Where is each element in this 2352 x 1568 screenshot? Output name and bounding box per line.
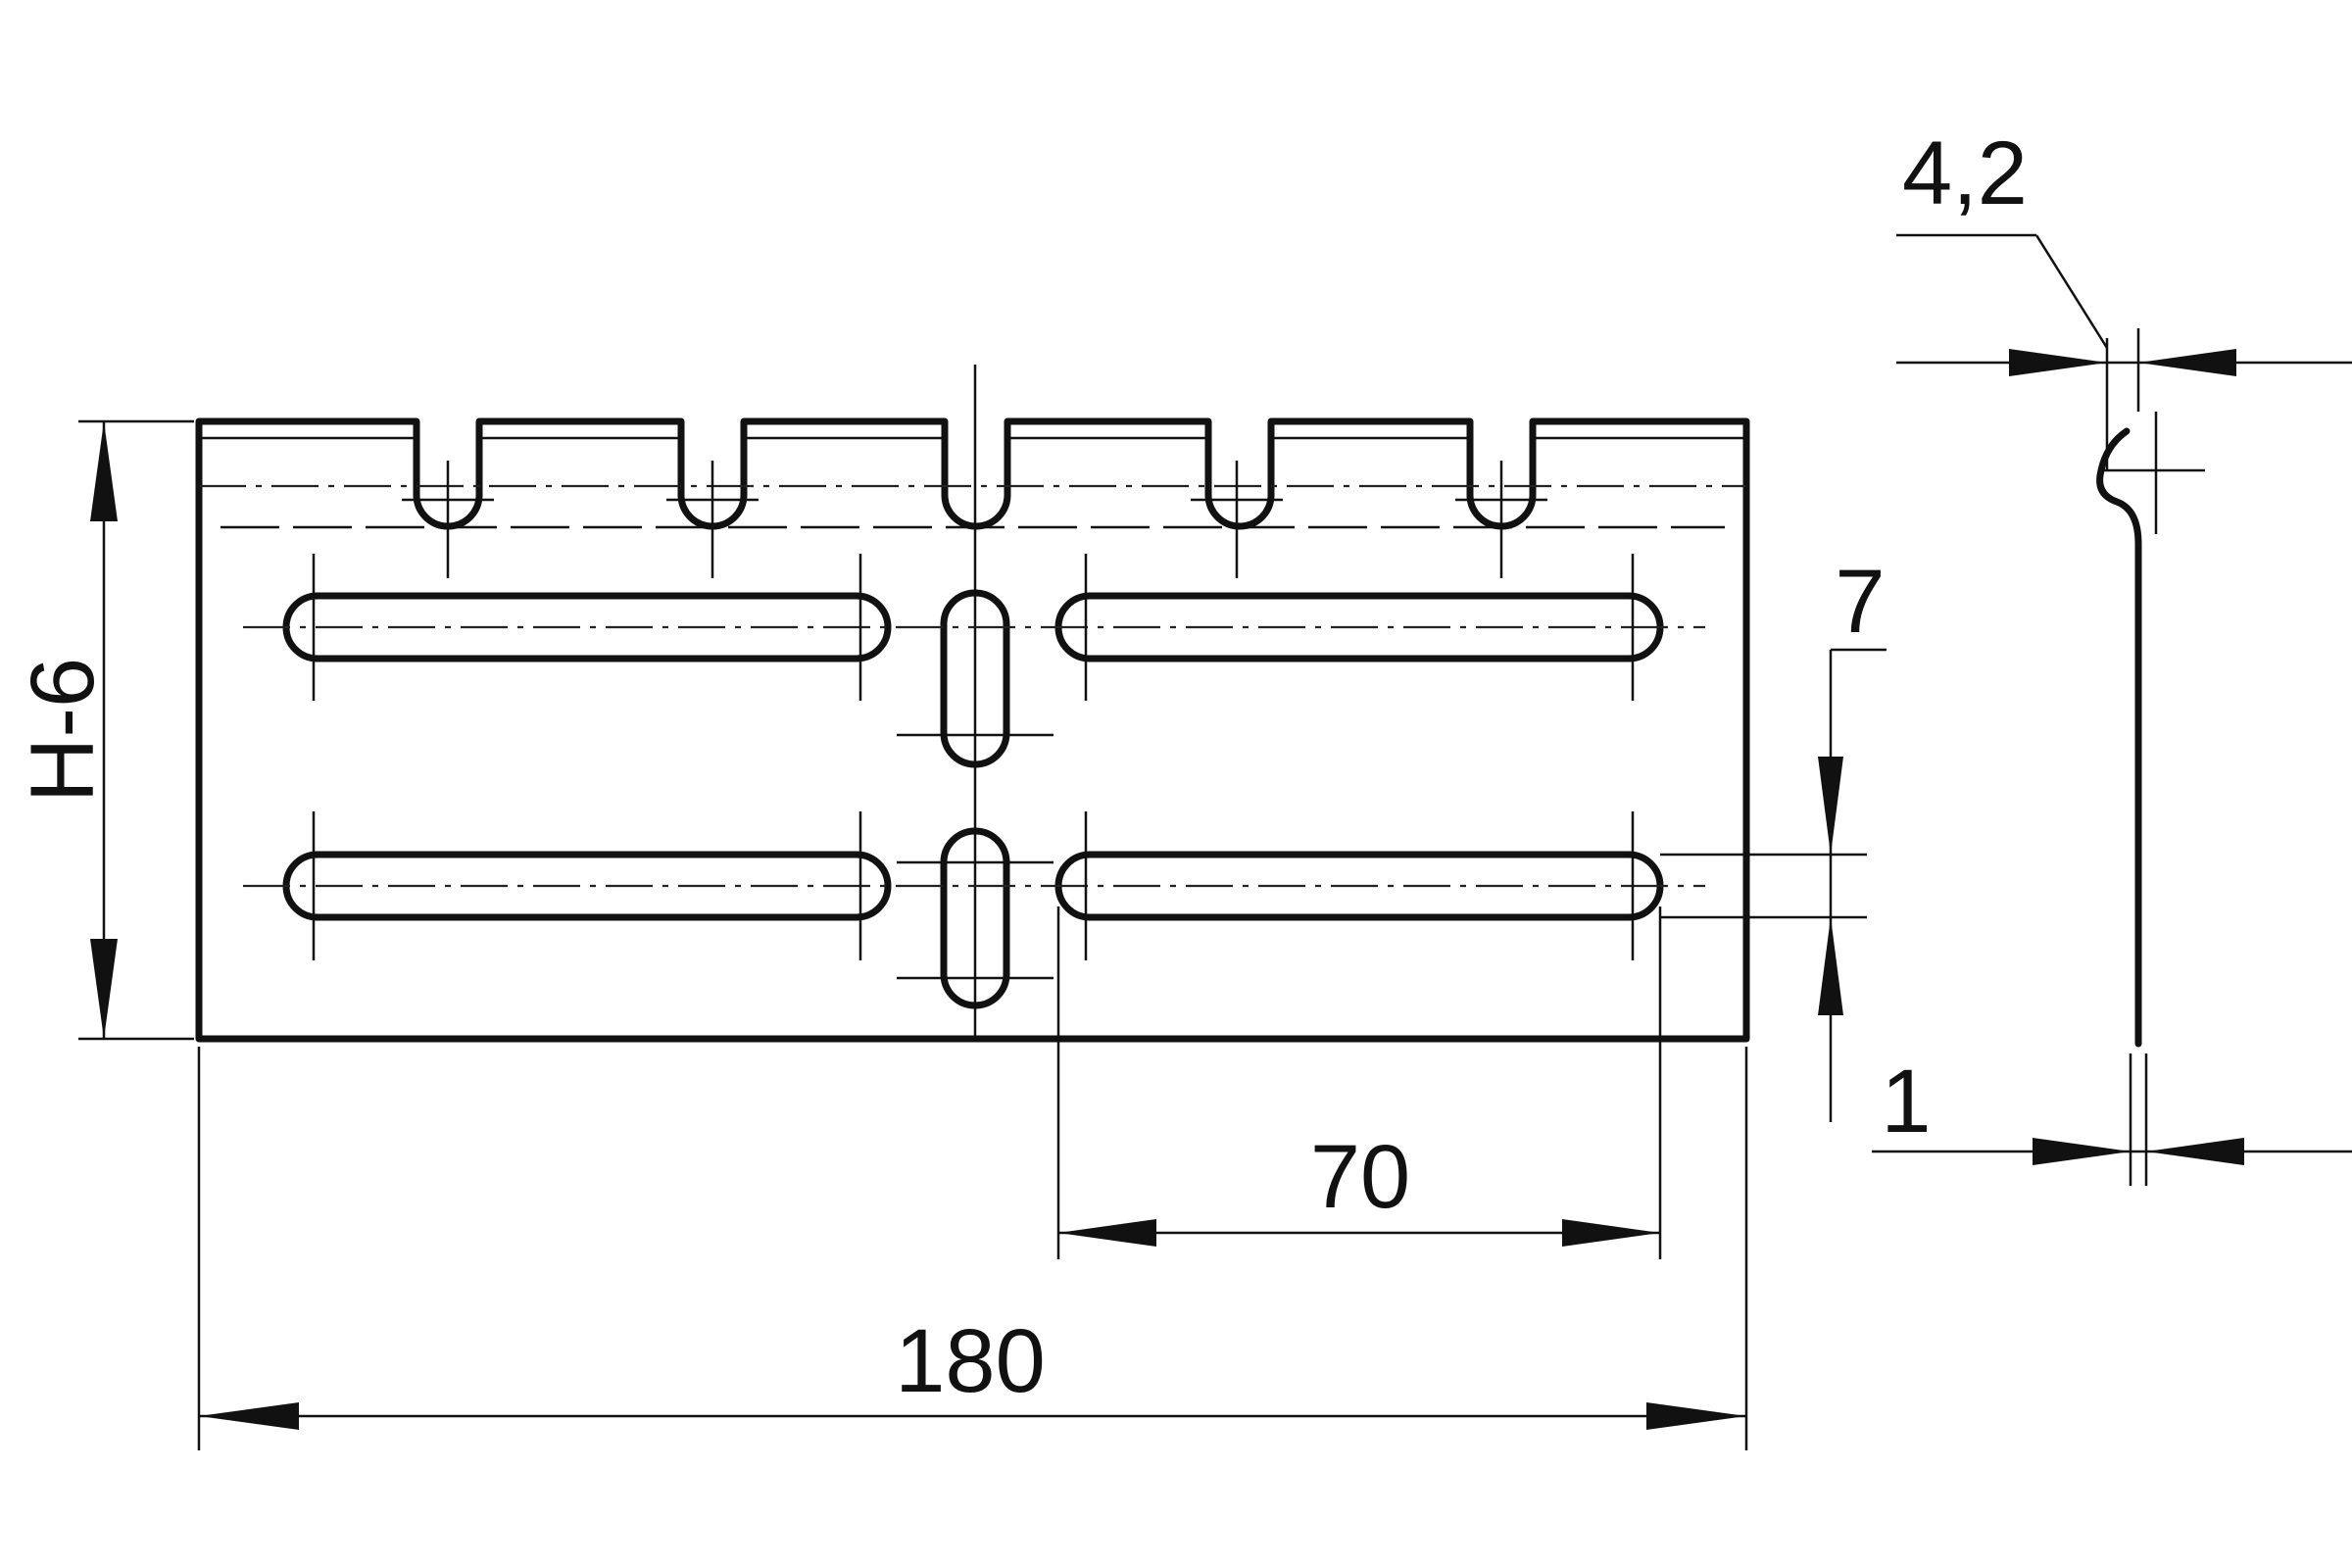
plate-outline [195,417,1750,1043]
dimension-slot-pitch: 70 [1056,906,1662,1259]
slot-vertical-lower [940,827,1010,1009]
dimension-height: H-6 [13,419,194,1041]
plate-front-view [195,365,1750,1043]
dimension-slot-width: 7 [1660,552,1886,1122]
dimension-label-thickness: 1 [1881,1052,1931,1152]
plate-side-view [2096,338,2205,1048]
dimension-label-total-length: 180 [895,1311,1046,1411]
dimension-label-slot-width: 7 [1835,552,1885,652]
dimension-hook-offset: 4,2 [1896,123,2352,412]
side-profile [2096,427,2142,1048]
dimension-label-hook-offset: 4,2 [1902,123,2028,223]
dimension-label-height: H-6 [13,658,113,803]
dimension-total-length: 180 [197,1047,1748,1450]
dimension-label-slot-pitch: 70 [1310,1127,1410,1227]
dimension-thickness: 1 [1872,1052,2352,1186]
slot-vertical-upper [940,589,1010,768]
